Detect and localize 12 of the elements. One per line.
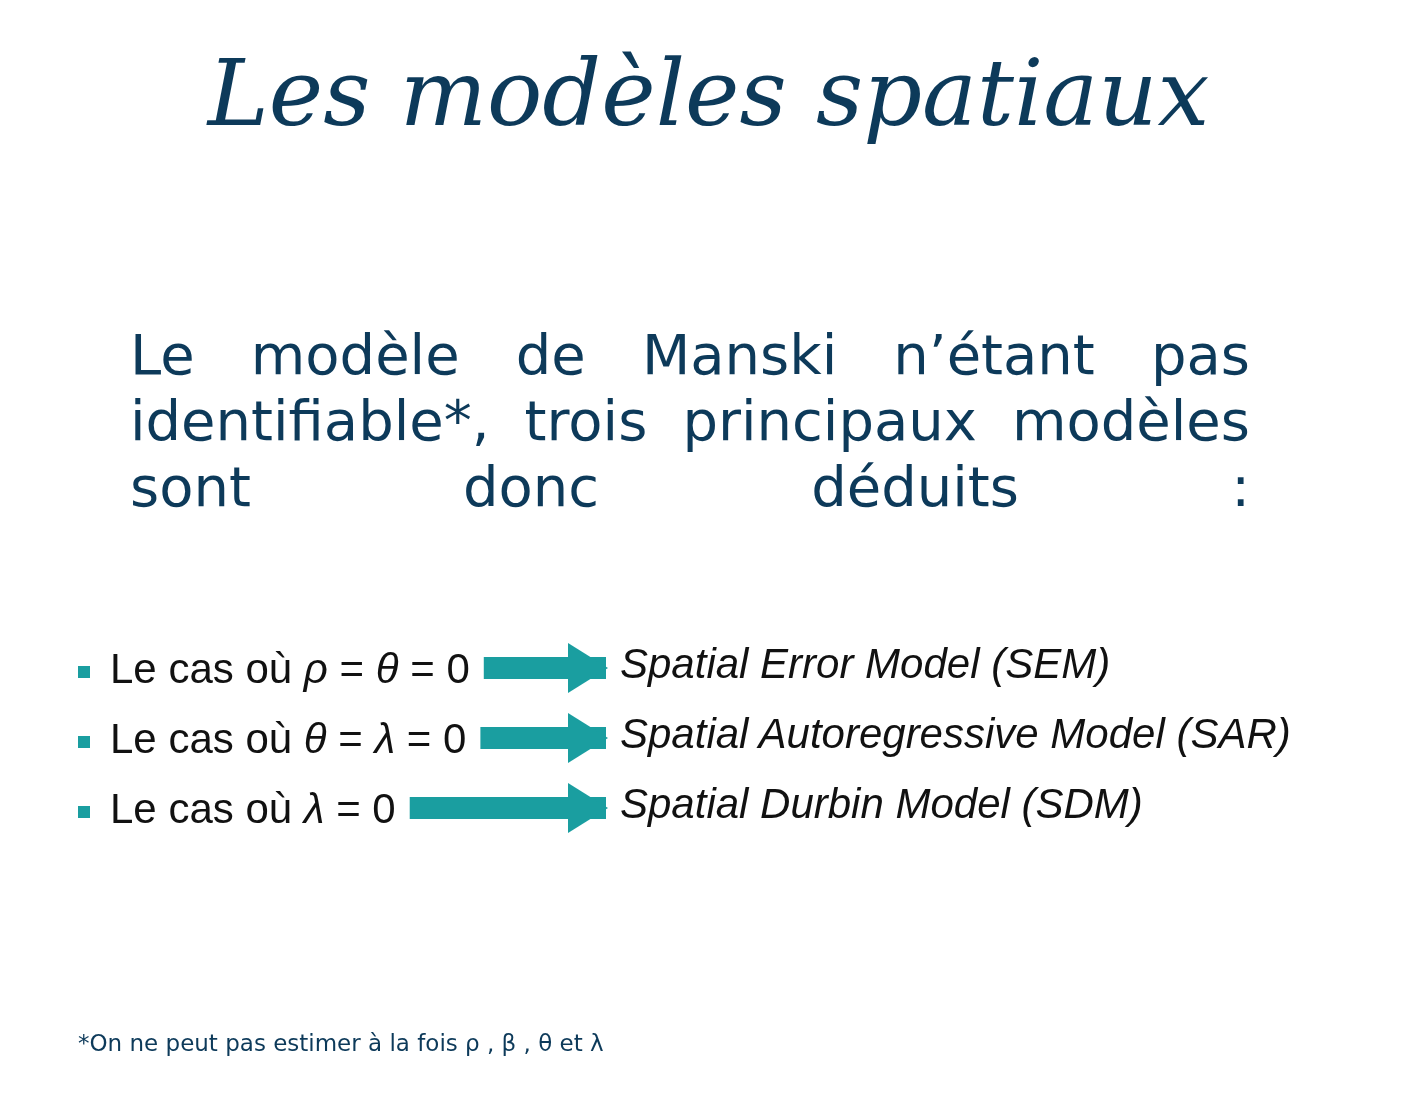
footnote-text: *On ne peut pas estimer à la fois ρ , β , θ et λ	[78, 1030, 604, 1056]
model-name-text: Spatial Durbin Model (SDM)	[620, 780, 1143, 828]
arrow	[480, 713, 608, 763]
condition-text: Le cas où ρ = θ = 0	[110, 645, 470, 693]
arrow	[409, 783, 608, 833]
condition-text: Le cas où λ = 0	[110, 785, 396, 833]
condition-text: Le cas où θ = λ = 0	[110, 715, 467, 763]
model-name-text: Spatial Autoregressive Model (SAR)	[620, 710, 1291, 758]
arrow	[483, 643, 608, 693]
model-name-text: Spatial Error Model (SEM)	[620, 640, 1111, 688]
title-text: Les modèles spatiaux	[205, 40, 1211, 147]
intro-paragraph: Le modèle de Manski n’étant pas identifiable*, trois principaux modèles sont donc déduits :	[130, 322, 1250, 520]
